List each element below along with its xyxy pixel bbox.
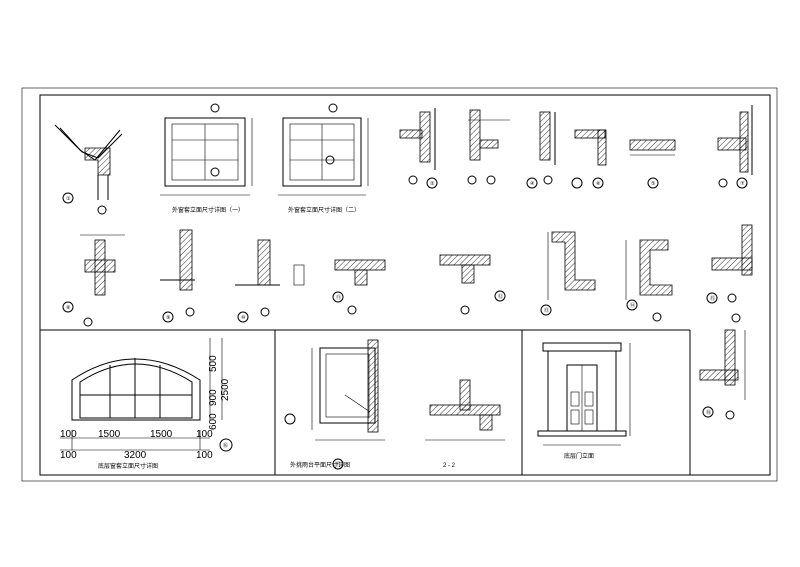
detail-6-number: ⑥ — [596, 181, 601, 187]
detail-14: ⑭ — [625, 239, 673, 322]
detail-13: ⑬ — [540, 231, 596, 316]
window-elevation-2: 外窗套立面尺寸详图（二） — [278, 103, 369, 214]
arch-dim-total: 3200 — [124, 450, 147, 461]
detail-3 — [467, 109, 510, 185]
detail-9: ⑨ — [160, 229, 195, 323]
detail-5-number: ⑤ — [651, 181, 656, 187]
detail-6: ⑥ — [571, 129, 607, 189]
inner-frame — [39, 94, 771, 476]
arch-window-caption: 底层窗套立面尺寸详图 — [98, 462, 158, 470]
detail-13-number: ⑬ — [544, 307, 549, 314]
detail-2: ② — [399, 108, 438, 189]
detail-7-number: ⑦ — [740, 181, 745, 187]
detail-5: ⑤ — [629, 139, 676, 189]
detail-17-number: ⑰ — [336, 461, 341, 468]
arch-dim-left: 100 — [60, 429, 77, 440]
door-elevation-caption: 底层门立面 — [564, 452, 594, 460]
detail-10: ⑩ — [235, 239, 305, 323]
arch-dim-right-2: 100 — [196, 450, 213, 461]
detail-14-number: ⑭ — [630, 302, 635, 309]
window-elevation-2-caption: 外窗套立面尺寸详图（二） — [288, 206, 360, 214]
arched-window-elevation: 100 1500 1500 100 100 3200 100 500 900 6… — [60, 338, 233, 470]
arch-dim-h-top: 500 — [208, 355, 219, 372]
door-elevation: 底层门立面 — [537, 342, 631, 460]
detail-9-number: ⑨ — [166, 315, 171, 321]
detail-11-number: ⑪ — [336, 294, 341, 301]
detail-16-number: ⑯ — [223, 442, 228, 449]
detail-10-number: ⑩ — [241, 315, 246, 321]
detail-12-number: ⑫ — [498, 293, 503, 300]
arch-dim-span-left: 1500 — [98, 429, 121, 440]
detail-15-number: ⑮ — [710, 295, 715, 302]
arch-dim-right: 100 — [196, 429, 213, 440]
entry-plan-caption: 外挑雨台平面尺寸详图 — [290, 461, 350, 469]
detail-2-number: ② — [430, 181, 435, 187]
detail-8: ⑧ — [62, 234, 125, 327]
detail-18-number: ⑱ — [706, 409, 711, 416]
arch-dim-span-right: 1500 — [150, 429, 173, 440]
detail-11: ⑪ — [332, 259, 386, 315]
detail-7: ⑦ — [717, 105, 753, 189]
arch-dim-h-mid: 900 — [208, 389, 219, 406]
detail-18: ⑱ — [699, 313, 746, 420]
detail-8-number: ⑧ — [66, 305, 71, 311]
entry-canopy-plan: ⑰ 外挑雨台平面尺寸详图 — [284, 339, 385, 470]
detail-1-eave: ① — [54, 124, 123, 215]
arch-dim-h-low: 600 — [208, 413, 219, 430]
section-2-2-caption: 2 - 2 — [443, 463, 456, 469]
detail-12: ⑫ — [439, 254, 506, 315]
arch-dim-h-total: 2500 — [220, 378, 231, 401]
section-2-2: 2 - 2 — [425, 379, 505, 469]
detail-4: ④ — [526, 111, 556, 189]
detail-1-number: ① — [66, 196, 71, 202]
arch-dim-left-2: 100 — [60, 450, 77, 461]
window-elevation-1-caption: 外窗套立面尺寸详图（一） — [172, 206, 244, 214]
detail-1-marker — [62, 192, 74, 204]
outer-frame — [21, 87, 778, 482]
window-elevation-1: 外窗套立面尺寸详图（一） — [160, 103, 253, 214]
detail-4-number: ④ — [530, 181, 535, 187]
detail-15: ⑮ — [706, 224, 753, 304]
